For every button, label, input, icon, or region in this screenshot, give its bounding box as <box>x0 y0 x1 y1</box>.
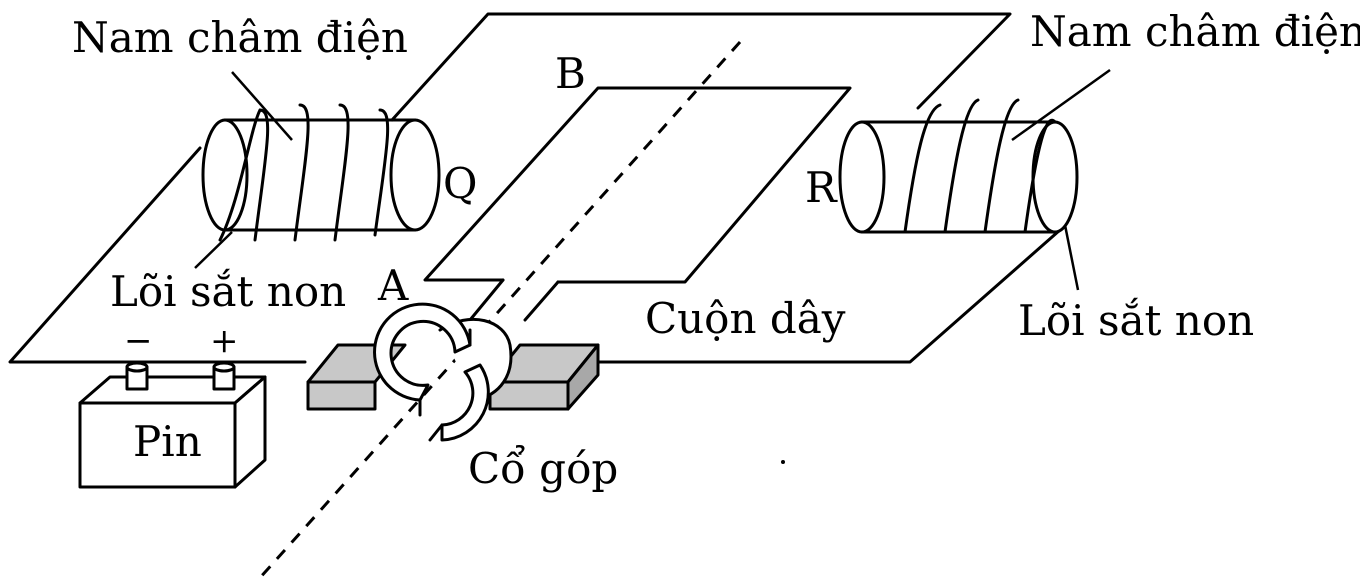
left-electromagnet <box>194 71 441 269</box>
left-winding <box>218 103 390 242</box>
left-core-face-q <box>389 118 441 232</box>
left-brush-front <box>306 380 377 411</box>
right-brush-side <box>566 343 600 411</box>
coil-leads <box>468 278 560 322</box>
right-brush-front <box>488 380 570 411</box>
point-b-label: B <box>555 49 586 98</box>
coil-label: Cuộn dây <box>645 294 846 343</box>
right-winding <box>903 98 1057 234</box>
commutator-label: Cổ góp <box>468 444 618 493</box>
right-core-body <box>860 120 1057 234</box>
commutator <box>373 302 513 442</box>
coil-loop <box>423 86 852 284</box>
battery-front <box>78 401 237 489</box>
right-electromagnet-label: Nam châm điện <box>1030 7 1360 56</box>
right-core-label: Lõi sắt non <box>1018 296 1254 345</box>
right-core-end-back <box>1031 120 1079 234</box>
left-electromagnet-pointer <box>231 71 293 141</box>
circuit-wire <box>8 12 1062 364</box>
stray-dot <box>781 460 785 464</box>
battery <box>78 361 267 489</box>
right-core-pointer <box>1063 224 1080 291</box>
battery-label: Pin <box>133 417 202 466</box>
right-electromagnet <box>838 68 1111 291</box>
terminal-plus-label: + <box>210 321 239 361</box>
left-core-pointer <box>194 231 233 269</box>
pole-q-label: Q <box>443 159 477 208</box>
right-core-face-r <box>838 120 886 234</box>
right-electromagnet-pointer <box>1011 68 1111 142</box>
point-a-label: A <box>377 261 409 310</box>
left-electromagnet-label: Nam châm điện <box>72 13 408 62</box>
battery-side <box>233 375 267 489</box>
pole-r-label: R <box>805 163 838 212</box>
rotation-axis <box>256 40 742 582</box>
left-core-label: Lõi sắt non <box>110 267 346 316</box>
terminal-minus-label: − <box>124 321 153 361</box>
